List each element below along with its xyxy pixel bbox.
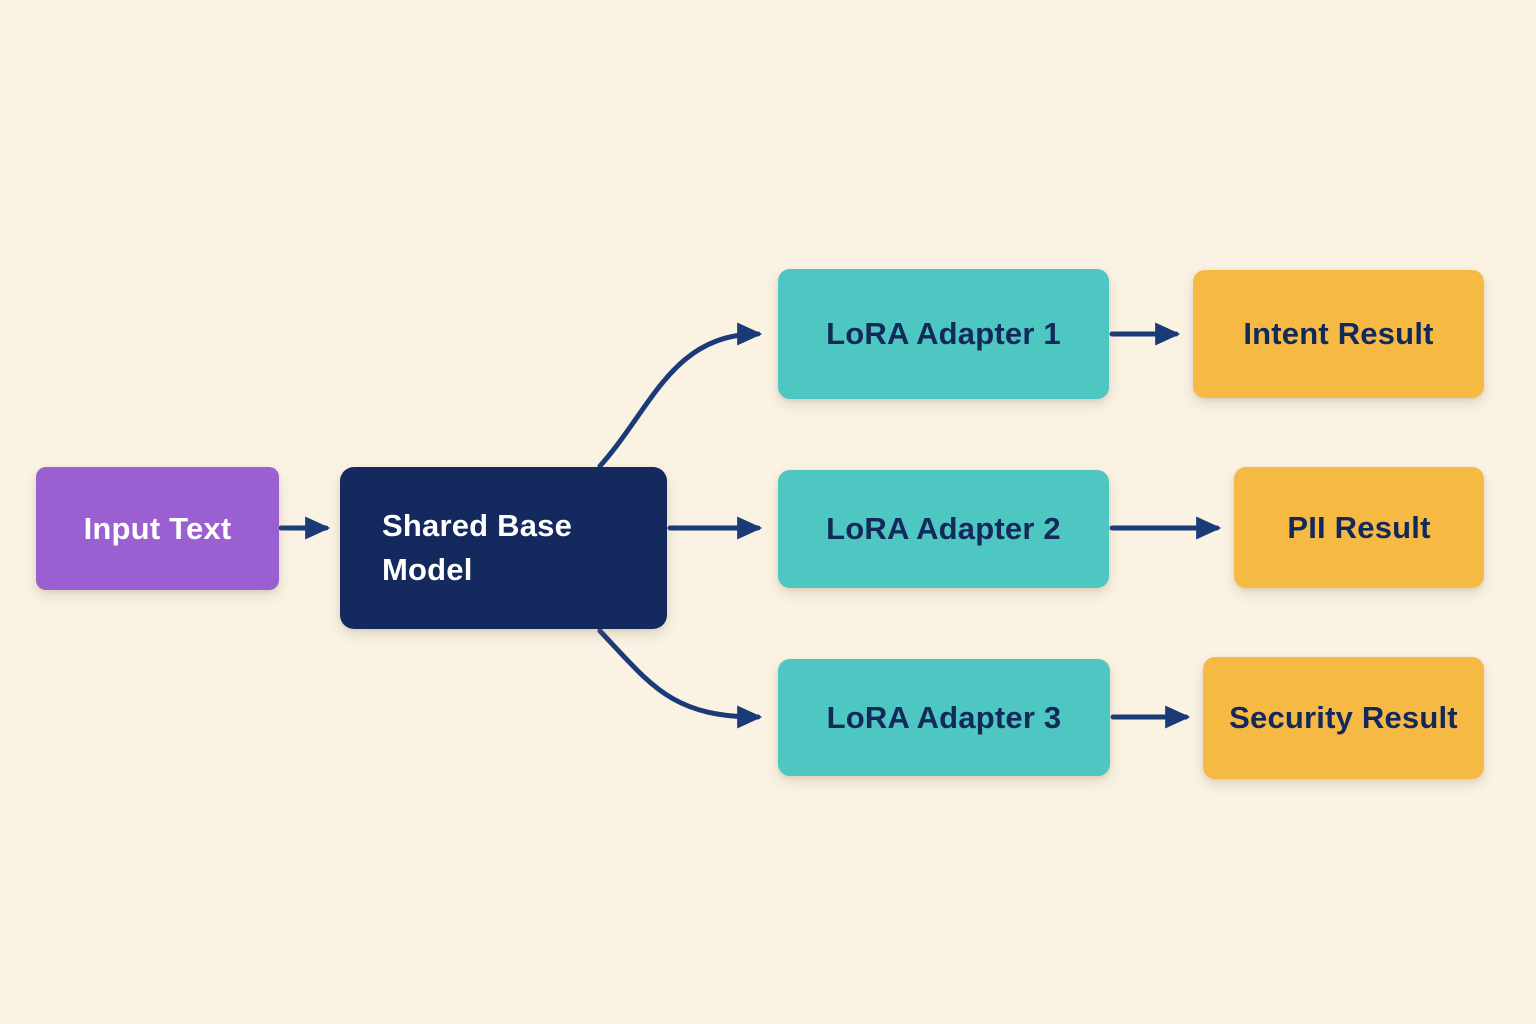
node-lora-adapter-1: LoRA Adapter 1 [778,269,1109,399]
node-security-result: Security Result [1203,657,1484,779]
node-pii-result: PII Result [1234,467,1484,588]
node-security-result-label: Security Result [1229,700,1458,735]
node-intent-result: Intent Result [1193,270,1484,398]
node-pii-result-label: PII Result [1287,509,1431,545]
node-lora-adapter-3-label: LoRA Adapter 3 [826,699,1062,735]
node-intent-result-label: Intent Result [1243,316,1434,351]
node-lora-adapter-2: LoRA Adapter 2 [778,470,1109,588]
node-lora-adapter-1-label: LoRA Adapter 1 [826,316,1061,351]
node-shared-base-model-label: Shared Base Model [382,507,573,587]
node-input-text: Input Text [36,467,279,590]
node-input-text-label: Input Text [83,510,232,546]
node-lora-adapter-3: LoRA Adapter 3 [778,659,1110,776]
node-shared-base-model: Shared Base Model [340,467,667,629]
edge-base-to-adapter1 [597,322,763,469]
node-lora-adapter-2-label: LoRA Adapter 2 [826,511,1061,546]
edge-base-to-adapter3 [597,628,763,729]
